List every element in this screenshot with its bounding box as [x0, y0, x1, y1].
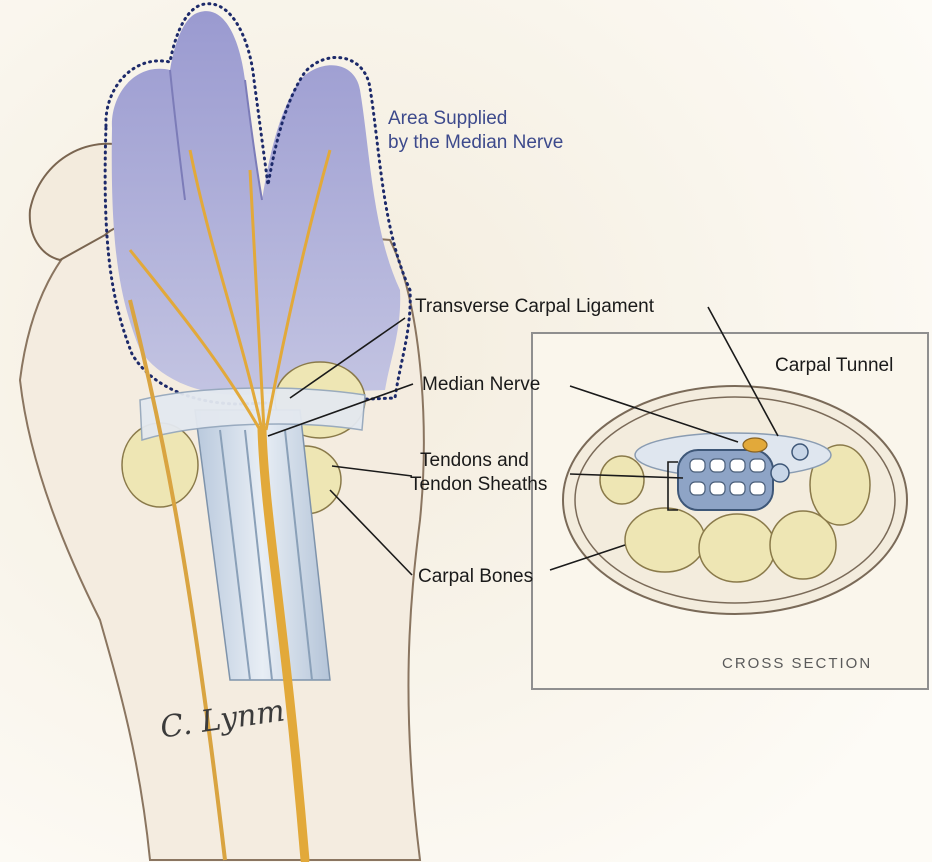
cross-bone [699, 514, 775, 582]
cross-section-label: CROSS SECTION [722, 653, 872, 675]
carpal-tunnel-label: Carpal Tunnel [775, 355, 893, 377]
tendons-label-line1: Tendons and [420, 450, 529, 472]
carpal-bones-label: Carpal Bones [418, 566, 533, 588]
ligament-label: Transverse Carpal Ligament [415, 296, 654, 318]
cross-bone [625, 508, 705, 572]
area-label-line1: Area Supplied [388, 108, 507, 130]
median-nerve-label: Median Nerve [422, 374, 540, 396]
cross-median-nerve [743, 438, 767, 452]
area-label-line2: by the Median Nerve [388, 132, 563, 154]
cross-tendon-side [792, 444, 808, 460]
tendons-label-line2: Tendon Sheaths [410, 474, 547, 496]
cross-bone [600, 456, 644, 504]
cross-tendon-side [771, 464, 789, 482]
